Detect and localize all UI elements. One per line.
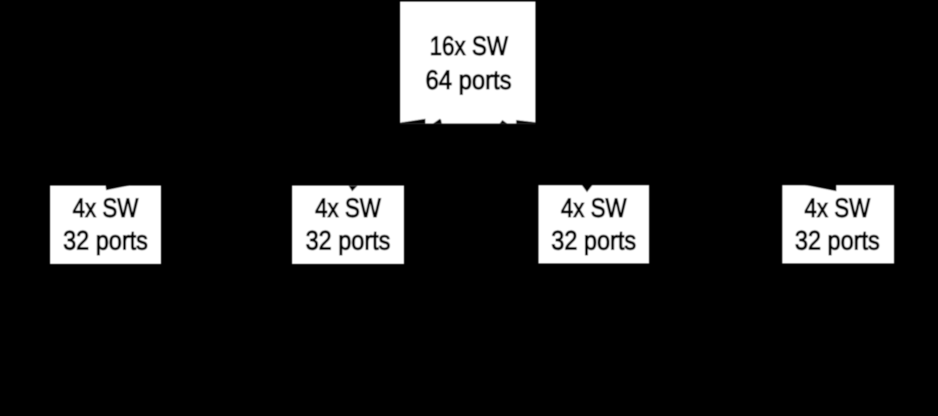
svg-text:4x SW: 4x SW: [315, 194, 382, 223]
svg-text:32 ports: 32 ports: [306, 226, 391, 256]
svg-text:64 ports: 64 ports: [425, 66, 511, 95]
svg-text:4x SW: 4x SW: [73, 194, 140, 223]
svg-text:32 ports: 32 ports: [63, 226, 148, 256]
svg-text:16x SW: 16x SW: [430, 32, 509, 61]
svg-text:32 ports: 32 ports: [551, 226, 636, 256]
svg-text:4x SW: 4x SW: [561, 194, 628, 223]
svg-text:4x SW: 4x SW: [804, 194, 871, 223]
svg-text:32 ports: 32 ports: [795, 226, 880, 256]
